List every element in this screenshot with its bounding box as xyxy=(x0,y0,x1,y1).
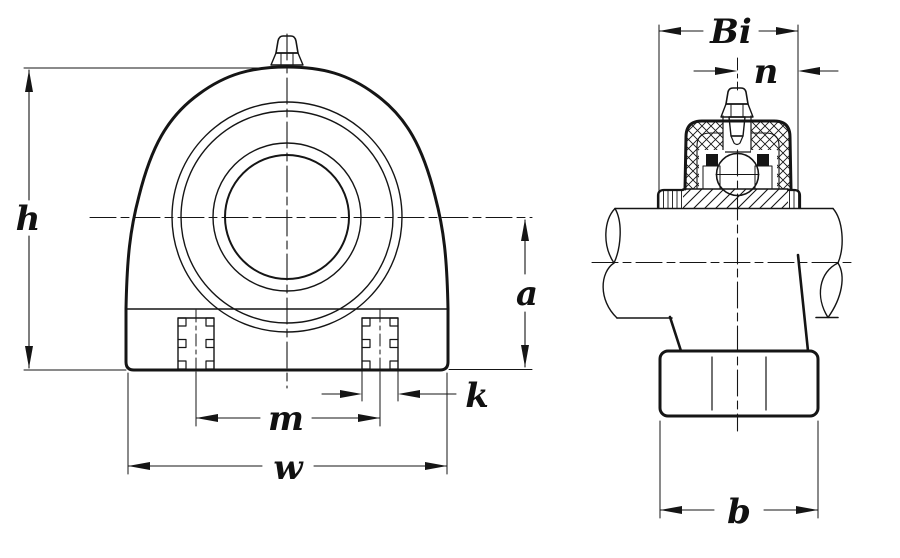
housing-outline xyxy=(124,65,450,311)
side-view: Bi n b xyxy=(591,12,853,532)
front-view: h a k m xyxy=(16,33,538,488)
dimension-w-label: w xyxy=(273,448,304,488)
side-base xyxy=(658,349,820,418)
neck-left-edge xyxy=(668,315,683,353)
seal-right xyxy=(751,150,777,190)
housing-cap-outline xyxy=(683,119,793,191)
shaft-break-hatch-left xyxy=(605,207,621,264)
dimension-bi-label: Bi xyxy=(709,12,752,52)
dimension-a-label: a xyxy=(516,274,538,314)
seal-left xyxy=(699,150,725,190)
dimension-k-label: k xyxy=(465,376,489,416)
dimension-w: w xyxy=(127,372,448,488)
dimension-bi: Bi xyxy=(658,12,799,192)
grease-fitting xyxy=(270,35,304,66)
housing-base xyxy=(124,307,450,372)
grease-fitting-side xyxy=(720,87,754,118)
dimension-m: m xyxy=(195,371,381,439)
dimension-b: b xyxy=(659,420,819,532)
shaft-break-hatch-right xyxy=(819,262,843,319)
tapped-hole-right xyxy=(361,309,399,378)
dimension-n: n xyxy=(693,52,839,92)
dimension-n-label: n xyxy=(754,52,779,92)
neck-right-edge xyxy=(796,253,810,353)
tapped-hole-left xyxy=(177,309,215,378)
dimension-k: k xyxy=(321,371,489,416)
dimension-a: a xyxy=(448,219,538,370)
dimension-m-label: m xyxy=(268,399,304,439)
dimension-b-label: b xyxy=(727,492,751,532)
dimension-h: h xyxy=(16,67,273,371)
inner-ring-collar xyxy=(656,188,802,210)
bearing-bore-circles xyxy=(171,101,403,333)
shaft xyxy=(602,207,843,319)
dimension-h-label: h xyxy=(16,199,41,239)
